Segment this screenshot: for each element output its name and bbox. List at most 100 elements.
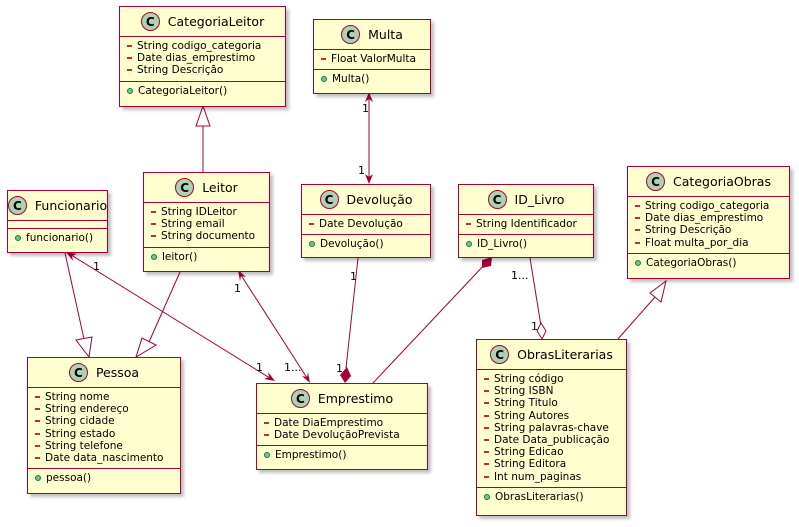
private-visibility-icon <box>635 229 640 232</box>
association-funcionario-emprestimo: 1 1 <box>66 252 275 381</box>
methods-section: Devolução() <box>302 235 430 254</box>
class-header: C Funcionario <box>7 191 108 221</box>
private-visibility-icon <box>484 402 489 405</box>
attribute-text: String código <box>494 373 564 386</box>
class-badge-icon: C <box>68 363 88 382</box>
class-name: CategoriaLeitor <box>167 14 265 29</box>
class-name: ObrasLiterarias <box>517 347 613 362</box>
attribute-row: String estado <box>28 428 180 440</box>
class-header: C Emprestimo <box>257 384 427 414</box>
public-visibility-icon <box>264 452 270 459</box>
private-visibility-icon <box>35 457 40 460</box>
composition-idlivro-emprestimo <box>372 257 492 384</box>
private-visibility-icon <box>264 434 269 437</box>
private-visibility-icon <box>484 439 489 442</box>
private-visibility-icon <box>35 396 40 399</box>
attribute-text: String ISBN <box>494 385 554 398</box>
class-id-livro[interactable]: C ID_Livro String Identificador ID_Livro… <box>458 184 594 258</box>
attributes-section <box>8 221 107 229</box>
attribute-text: String Edicao <box>494 446 564 459</box>
method-text: ID_Livro() <box>477 238 528 251</box>
attribute-text: String Autores <box>494 409 570 422</box>
method-row: funcionario() <box>8 232 107 244</box>
method-text: Emprestimo() <box>275 449 347 462</box>
attribute-row: Float multa_por_dia <box>628 237 789 249</box>
attribute-text: Float ValorMulta <box>331 53 416 66</box>
attribute-text: String cidade <box>45 415 115 428</box>
private-visibility-icon <box>35 444 40 447</box>
class-categoria-obras[interactable]: C CategoriaObras String codigo_categoria… <box>627 166 790 279</box>
generalization-leitor-categorialeitor <box>195 104 211 172</box>
attribute-text: String documento <box>161 230 256 243</box>
multiplicity-label: 1 <box>358 164 365 177</box>
association-multa-devolucao: 1 1 <box>358 92 373 184</box>
method-row: CategoriaObras() <box>628 257 789 269</box>
private-visibility-icon <box>466 223 471 226</box>
class-categoria-leitor[interactable]: C CategoriaLeitor String codigo_categori… <box>119 6 286 107</box>
private-visibility-icon <box>635 205 640 208</box>
attribute-text: String Titulo <box>494 397 558 410</box>
attribute-text: String codigo_categoria <box>137 40 262 53</box>
public-visibility-icon <box>309 241 315 248</box>
attribute-row: Date dias_emprestimo <box>120 52 285 64</box>
attribute-row: String documento <box>144 230 269 242</box>
class-funcionario[interactable]: C Funcionario funcionario() <box>7 190 108 253</box>
multiplicity-label: 1... <box>511 269 529 282</box>
attribute-text: Date Data_publicação <box>494 434 610 447</box>
attribute-text: String Editora <box>494 458 567 471</box>
attribute-row: String código <box>477 373 626 385</box>
multiplicity-label: 1 <box>350 270 357 283</box>
multiplicity-label: 1 <box>531 320 538 333</box>
class-header: C Leitor <box>144 173 269 203</box>
private-visibility-icon <box>127 45 132 48</box>
class-multa[interactable]: C Multa Float ValorMulta Multa() <box>313 19 431 94</box>
private-visibility-icon <box>35 408 40 411</box>
private-visibility-icon <box>264 422 269 425</box>
multiplicity-label: 1 <box>234 282 241 295</box>
method-text: leitor() <box>162 250 198 263</box>
attribute-row: String Titulo <box>477 397 626 409</box>
attribute-text: String endereço <box>45 403 129 416</box>
class-header: C Devolução <box>302 185 430 215</box>
attribute-text: Date dias_emprestimo <box>137 52 256 65</box>
class-devolucao[interactable]: C Devolução Date Devolução Devolução() <box>301 184 431 258</box>
class-name: Emprestimo <box>317 391 394 406</box>
class-header: C Multa <box>314 20 430 50</box>
attribute-row: Date DiaEmprestimo <box>257 417 427 429</box>
class-name: Multa <box>368 27 403 42</box>
class-name: Funcionario <box>34 198 108 213</box>
attribute-text: Float multa_por_dia <box>645 236 749 249</box>
class-name: Leitor <box>202 180 238 195</box>
attribute-text: String estado <box>45 427 116 440</box>
class-name: Pessoa <box>95 365 140 380</box>
private-visibility-icon <box>484 451 489 454</box>
attribute-row: String Editora <box>477 458 626 470</box>
methods-section: ID_Livro() <box>459 235 593 254</box>
public-visibility-icon <box>127 87 133 94</box>
attribute-text: String telefone <box>45 439 123 452</box>
attributes-section: String Identificador <box>459 215 593 236</box>
attribute-text: String palavras-chave <box>494 421 609 434</box>
attribute-text: String nome <box>45 391 110 404</box>
method-row: pessoa() <box>28 472 180 484</box>
attribute-row: Date Devolução <box>302 218 430 230</box>
methods-section: funcionario() <box>8 229 107 248</box>
methods-section: ObrasLiterarias() <box>477 488 626 507</box>
attribute-text: Date DiaEmprestimo <box>274 417 384 430</box>
attribute-row: String Identificador <box>459 218 593 230</box>
public-visibility-icon <box>15 235 21 242</box>
method-text: pessoa() <box>46 472 92 485</box>
method-row: leitor() <box>144 251 269 263</box>
multiplicity-label: 1 <box>336 362 343 375</box>
attribute-row: Float ValorMulta <box>314 53 430 65</box>
method-row: Multa() <box>314 73 430 85</box>
attribute-text: Date data_nascimento <box>45 452 164 465</box>
